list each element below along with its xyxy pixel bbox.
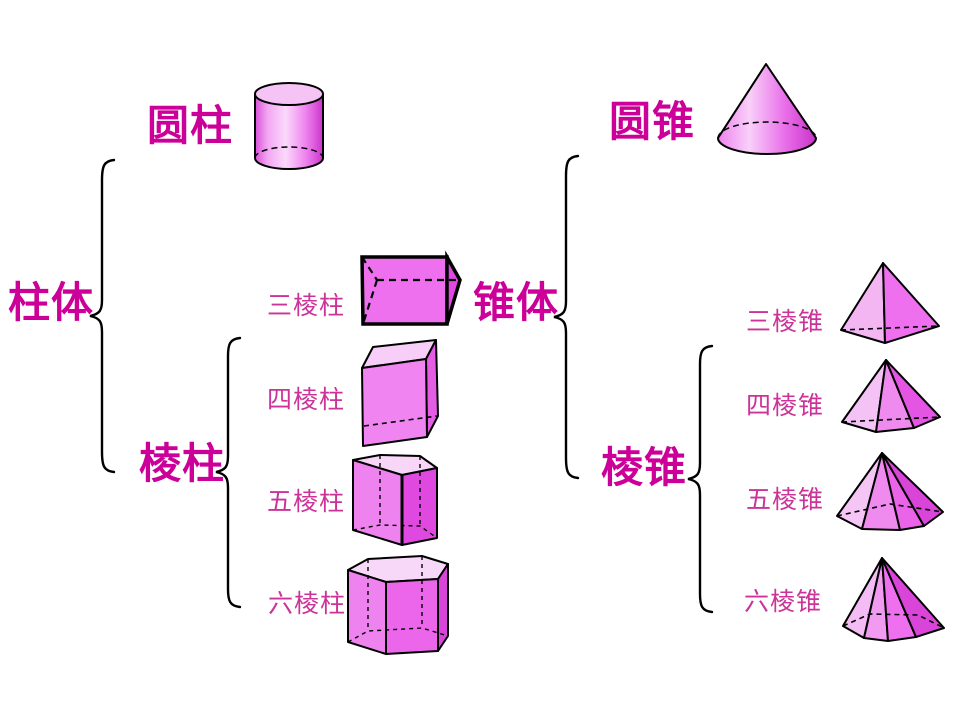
quadrangular-prism-shape (361, 339, 439, 447)
pyramid-group-label: 棱锥 (601, 444, 688, 491)
cone-shape (717, 63, 817, 155)
pyramid-group-brace (687, 344, 714, 614)
prism-item-label-3: 三棱柱 (267, 293, 346, 320)
triangular-prism-shape (360, 250, 462, 326)
hexagonal-pyramid-shape (842, 557, 945, 642)
cone-root-brace (553, 154, 580, 480)
prism-group-label: 棱柱 (139, 440, 226, 487)
pyramid-item-label-4: 四棱锥 (746, 393, 825, 420)
prism-root-label: 柱体 (8, 279, 95, 326)
pyramid-item-label-5: 五棱锥 (746, 487, 825, 514)
prism-item-label-4: 四棱柱 (267, 387, 346, 414)
prism-item-label-6: 六棱柱 (268, 591, 347, 618)
pyramid-item-label-3: 三棱锥 (746, 309, 825, 336)
prism-root-brace (89, 158, 116, 474)
cone-root-label: 锥体 (473, 279, 560, 326)
pentagonal-pyramid-shape (836, 452, 944, 531)
pentagonal-prism-shape (352, 454, 438, 546)
hexagonal-prism-shape (347, 555, 449, 655)
cylinder-label: 圆柱 (147, 102, 234, 149)
prism-group-brace (215, 336, 242, 609)
cylinder-shape (254, 82, 324, 170)
triangular-pyramid-shape (840, 262, 940, 344)
quadrangular-pyramid-shape (841, 359, 941, 433)
prism-item-label-5: 五棱柱 (267, 489, 346, 516)
pyramid-item-label-6: 六棱锥 (744, 589, 823, 616)
cone-label: 圆锥 (609, 98, 696, 145)
